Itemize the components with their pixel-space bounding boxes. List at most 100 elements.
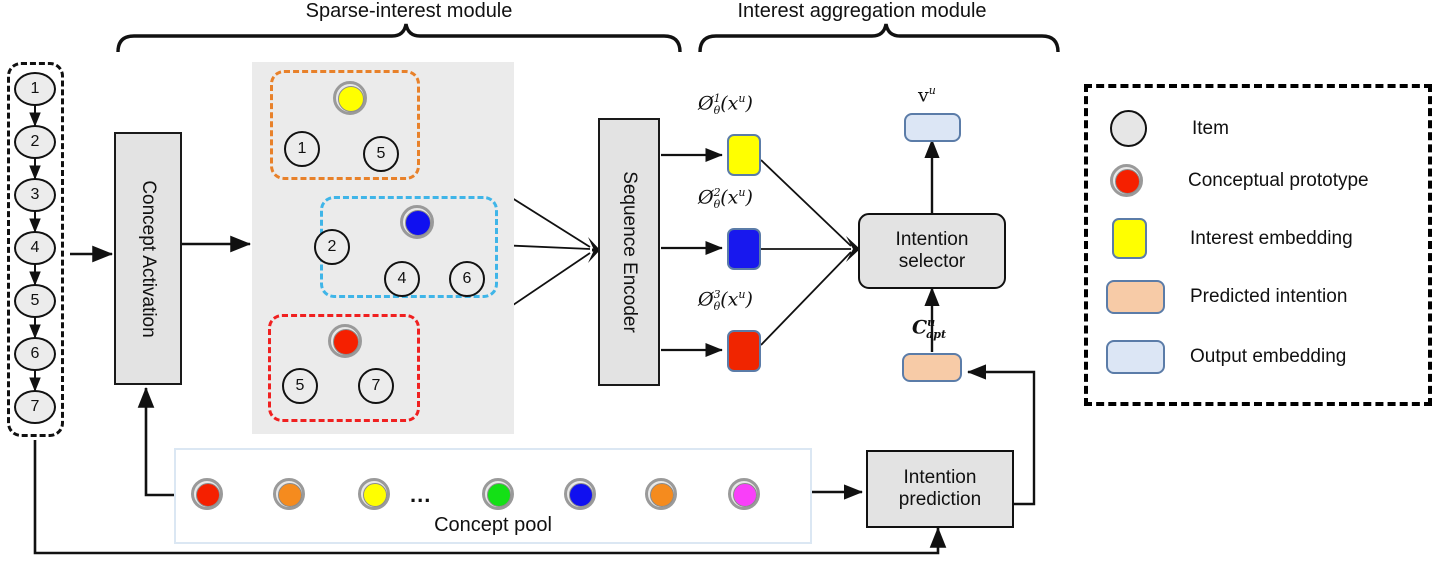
concept-activation-block[interactable]: Concept Activation <box>114 132 182 385</box>
subgraph-node[interactable]: 4 <box>384 261 420 297</box>
legend-label: Interest embedding <box>1190 227 1353 249</box>
concept-pool-circle[interactable] <box>482 478 514 510</box>
phi-arg: (x <box>720 92 739 115</box>
intention-selector-block[interactable]: Intention selector <box>858 213 1006 289</box>
legend-item-item: Item <box>1110 110 1229 147</box>
concept-pool-circle[interactable] <box>564 478 596 510</box>
interest-embedding-3[interactable] <box>727 330 761 372</box>
predicted-intention-label: Cuapt <box>912 316 946 341</box>
subgraph-node-label: 5 <box>376 145 386 162</box>
phi-glyph: Ø <box>698 186 714 209</box>
concept-pool-label: Concept pool <box>434 514 552 536</box>
sequence-encoder-block[interactable]: Sequence Encoder <box>598 118 660 386</box>
predicted-intention-box[interactable] <box>902 353 962 382</box>
interest-embedding-1-label: Ø1θ(xu) <box>698 92 753 117</box>
phi-arg-sup: u <box>738 186 746 199</box>
subgraph-node-label: 7 <box>371 377 381 394</box>
v-superscript: u <box>928 84 936 97</box>
title-sparse-interest-module: Sparse-interest module <box>305 0 513 22</box>
legend-label: Predicted intention <box>1190 286 1348 307</box>
subgraph-1-boundary <box>270 70 420 180</box>
conceptual-prototype-red[interactable] <box>328 324 362 358</box>
edge-emb3-to-selector <box>760 251 852 346</box>
interest-embedding-2-label: Ø2θ(xu) <box>698 186 753 211</box>
interest-embedding-1[interactable] <box>727 134 761 176</box>
subgraph-node[interactable]: 1 <box>284 131 320 167</box>
output-embedding-label: vu <box>918 84 936 106</box>
sequence-node[interactable]: 4 <box>14 231 56 265</box>
output-embedding-box[interactable] <box>904 113 961 142</box>
phi-arg-sup: u <box>738 92 746 105</box>
phi-arg: (x <box>720 288 739 311</box>
input-sequence-container <box>7 62 64 437</box>
phi-arg: (x <box>720 186 739 209</box>
legend-label: Item <box>1192 117 1229 139</box>
concept-pool-circle[interactable] <box>191 478 223 510</box>
subgraph-node[interactable]: 6 <box>449 261 485 297</box>
concept-pool-circle[interactable] <box>358 478 390 510</box>
sequence-node[interactable]: 5 <box>14 284 56 318</box>
legend-swatch-item-icon <box>1110 110 1147 147</box>
interest-embedding-3-label: Ø3θ(xu) <box>698 288 753 313</box>
phi-arg-sup: u <box>738 288 746 301</box>
subgraph-node[interactable]: 2 <box>314 229 350 265</box>
phi-glyph: Ø <box>698 92 714 115</box>
title-interest-aggregation-module: Interest aggregation module <box>737 0 987 22</box>
selector-line-2: selector <box>898 251 966 272</box>
legend-item-predicted-intention: Predicted intention <box>1106 280 1347 314</box>
sequence-node[interactable]: 1 <box>14 72 56 106</box>
intention-selector-label: Intention selector <box>896 229 969 274</box>
sequence-node[interactable]: 7 <box>14 390 56 424</box>
concept-pool-circle[interactable] <box>728 478 760 510</box>
subgraph-node-label: 5 <box>295 377 305 394</box>
interest-embedding-2[interactable] <box>727 228 761 270</box>
v-glyph: v <box>918 84 929 107</box>
path-sequence-to-prediction <box>33 440 947 555</box>
concept-pool-circle[interactable] <box>273 478 305 510</box>
legend-swatch-output-icon <box>1106 340 1165 374</box>
sequence-node[interactable]: 2 <box>14 125 56 159</box>
phi-glyph: Ø <box>698 288 714 311</box>
conceptual-prototype-blue[interactable] <box>400 205 434 239</box>
legend-container: Item Conceptual prototype Interest embed… <box>1084 84 1432 406</box>
c-subscript: apt <box>926 328 947 342</box>
subgraph-node[interactable]: 5 <box>282 368 318 404</box>
edge-emb1-to-selector <box>760 159 852 247</box>
legend-swatch-prototype-icon <box>1110 164 1143 197</box>
phi-superscript: 2 <box>713 186 721 199</box>
sequence-node[interactable]: 6 <box>14 337 56 371</box>
sequence-node-label: 1 <box>30 80 40 97</box>
subgraph-node-label: 6 <box>462 270 472 287</box>
conceptual-prototype-yellow[interactable] <box>333 81 367 115</box>
path-prediction-to-intention <box>967 364 1036 506</box>
legend-label: Output embedding <box>1190 346 1347 367</box>
phi-superscript: 1 <box>713 92 721 105</box>
intention-prediction-block[interactable]: Intention prediction <box>866 450 1014 528</box>
sequence-node-label: 7 <box>30 398 40 415</box>
sequence-node-label: 6 <box>30 345 40 362</box>
subgraph-node[interactable]: 5 <box>363 136 399 172</box>
subgraph-node[interactable]: 7 <box>358 368 394 404</box>
selector-input-junction <box>846 236 860 262</box>
legend-swatch-intention-icon <box>1106 280 1165 314</box>
intention-prediction-label: Intention prediction <box>899 467 981 512</box>
legend-item-conceptual-prototype: Conceptual prototype <box>1110 164 1369 197</box>
phi-superscript: 3 <box>713 288 721 301</box>
sequence-encoder-label: Sequence Encoder <box>619 171 640 333</box>
legend-item-output-embedding: Output embedding <box>1106 340 1346 374</box>
subgraph-node-label: 4 <box>397 270 407 287</box>
subgraph-node-label: 2 <box>327 238 337 255</box>
subgraph-node-label: 1 <box>297 140 307 157</box>
c-superscript: u <box>927 316 936 329</box>
selector-line-1: Intention <box>895 228 969 250</box>
concept-activation-label: Concept Activation <box>138 179 159 338</box>
brace-aggregation-module <box>698 23 1060 53</box>
sequence-node-label: 5 <box>30 292 40 309</box>
c-glyph: C <box>912 316 928 339</box>
sequence-node[interactable]: 3 <box>14 178 56 212</box>
phi-arg-close: ) <box>745 288 753 311</box>
phi-subscript: θ <box>713 104 721 118</box>
phi-subscript: θ <box>713 198 721 212</box>
concept-pool-circle[interactable] <box>645 478 677 510</box>
